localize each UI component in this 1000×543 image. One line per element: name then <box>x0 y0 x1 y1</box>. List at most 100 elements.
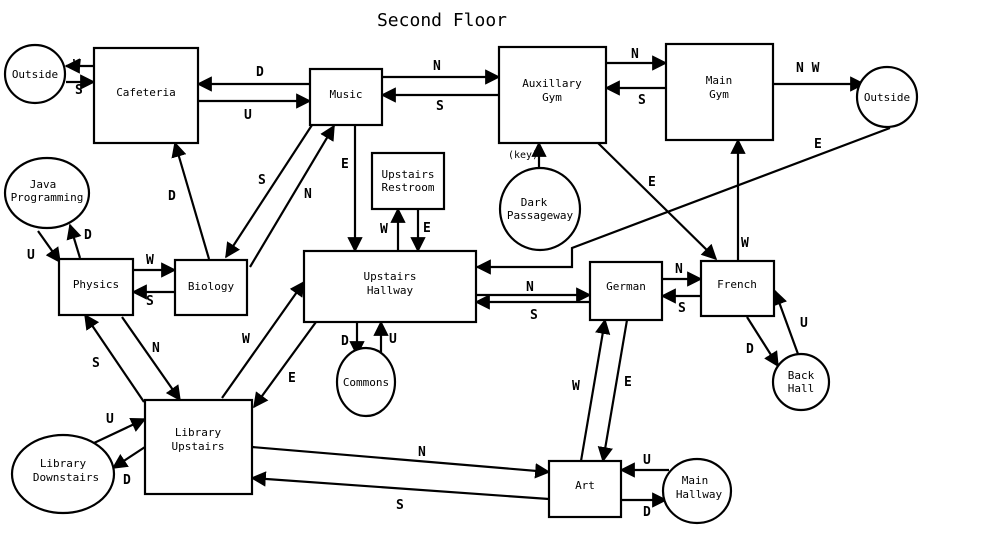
node-main-hallway: Main Hallway <box>661 457 733 525</box>
svg-text:Gym: Gym <box>709 88 729 101</box>
edge-label-nw: N W <box>796 61 820 76</box>
node-back-hall: Back Hall <box>771 352 831 412</box>
edge-physics-java <box>66 223 82 259</box>
edge-label-n: N <box>304 187 312 202</box>
edge-label-s: S <box>75 83 83 98</box>
edge-label-u: U <box>800 316 808 331</box>
edge-label-d: D <box>746 342 754 357</box>
edge-librarydown-libraryup <box>93 417 147 444</box>
svg-text:Library: Library <box>175 426 222 439</box>
edge-auxgym-french <box>597 142 718 261</box>
edge-label-s: S <box>146 294 154 309</box>
edge-label-w: W <box>242 332 250 347</box>
edge-label-s: S <box>678 301 686 316</box>
edge-physics-library <box>121 316 181 402</box>
svg-text:Outside: Outside <box>12 68 58 81</box>
node-outside-left: Outside <box>3 43 67 105</box>
node-art: Art <box>547 459 623 519</box>
svg-text:Java: Java <box>30 178 57 191</box>
node-java-programming: Java Programming <box>3 156 91 230</box>
svg-text:Library: Library <box>40 457 87 470</box>
edge-biology-music <box>249 124 335 268</box>
edge-label-s: S <box>638 93 646 108</box>
edge-library-physics <box>84 313 145 403</box>
edge-label-d: D <box>168 189 176 204</box>
edge-label-s: S <box>530 308 538 323</box>
edge-label-s: S <box>258 173 266 188</box>
svg-text:Programming: Programming <box>11 191 84 204</box>
edge-label-u: U <box>389 332 397 347</box>
node-main-gym: Main Gym <box>664 42 775 142</box>
node-german: German <box>588 260 664 322</box>
edge-label-e: E <box>423 221 431 236</box>
edge-label-w: W <box>572 379 580 394</box>
svg-text:Art: Art <box>575 479 595 492</box>
node-physics: Physics <box>57 257 135 317</box>
key-label: (key) <box>508 150 538 161</box>
svg-text:Gym: Gym <box>542 91 562 104</box>
svg-text:Commons: Commons <box>343 376 389 389</box>
edges: W S D U N S N S N W E D U D <box>27 47 891 520</box>
edge-label-w: W <box>146 253 154 268</box>
edge-art-library <box>250 471 550 501</box>
node-commons: Commons <box>335 346 397 418</box>
edge-label-w: W <box>741 236 749 251</box>
edge-label-d: D <box>84 228 92 243</box>
edge-label-d: D <box>256 65 264 80</box>
node-dark-passageway: Dark Passageway <box>498 166 582 252</box>
svg-text:Downstairs: Downstairs <box>33 471 99 484</box>
edge-label-s: S <box>436 99 444 114</box>
svg-text:Hall: Hall <box>788 382 815 395</box>
edge-label-w: W <box>380 222 388 237</box>
node-upstairs-restroom: Upstairs Restroom <box>370 151 446 211</box>
edge-label-n: N <box>675 262 683 277</box>
edge-label-e: E <box>341 157 349 172</box>
edge-label-e: E <box>288 371 296 386</box>
svg-text:French: French <box>717 278 757 291</box>
node-outside-right: Outside <box>855 65 919 129</box>
nodes: Outside Cafeteria Music Auxillary Gym Ma… <box>3 42 919 525</box>
svg-text:Upstairs: Upstairs <box>172 440 225 453</box>
edge-label-w: W <box>73 58 81 73</box>
svg-text:Hallway: Hallway <box>676 488 723 501</box>
edge-label-e: E <box>624 375 632 390</box>
edge-label-u: U <box>244 108 252 123</box>
node-auxillary-gym: Auxillary Gym <box>497 45 608 145</box>
edge-label-d: D <box>643 505 651 520</box>
edge-label-s: S <box>92 356 100 371</box>
edge-library-art <box>251 445 551 479</box>
diagram-title: Second Floor <box>377 10 507 31</box>
edge-label-n: N <box>433 59 441 74</box>
edge-backhall-french <box>772 289 800 355</box>
svg-text:Passageway: Passageway <box>507 209 574 222</box>
edge-hallway-library <box>253 321 317 409</box>
edge-label-n: N <box>152 341 160 356</box>
node-library-downstairs: Library Downstairs <box>10 433 116 515</box>
edge-label-e: E <box>648 175 656 190</box>
svg-text:Auxillary: Auxillary <box>522 77 582 90</box>
node-library-upstairs: Library Upstairs <box>143 398 254 496</box>
svg-text:Hallway: Hallway <box>367 284 414 297</box>
svg-text:German: German <box>606 280 646 293</box>
svg-text:Biology: Biology <box>188 280 235 293</box>
svg-text:Back: Back <box>788 369 815 382</box>
edge-java-physics <box>37 230 61 264</box>
svg-text:Music: Music <box>329 88 362 101</box>
svg-text:Main: Main <box>682 474 709 487</box>
svg-text:Upstairs: Upstairs <box>382 168 435 181</box>
edge-label-u: U <box>106 412 114 427</box>
edge-german-art <box>597 319 629 463</box>
svg-text:Dark: Dark <box>521 196 548 209</box>
svg-text:Main: Main <box>706 74 733 87</box>
edge-music-biology <box>225 124 313 259</box>
node-cafeteria: Cafeteria <box>92 46 200 145</box>
node-upstairs-hallway: Upstairs Hallway <box>302 249 478 324</box>
edge-art-german <box>579 318 611 462</box>
edge-label-n: N <box>418 445 426 460</box>
edge-label-s: S <box>396 498 404 513</box>
edge-label-d: D <box>341 334 349 349</box>
svg-text:Upstairs: Upstairs <box>364 270 417 283</box>
edge-label-u: U <box>643 453 651 468</box>
edge-outside-upstairshallway <box>475 126 891 275</box>
edge-biology-cafeteria <box>171 141 211 260</box>
